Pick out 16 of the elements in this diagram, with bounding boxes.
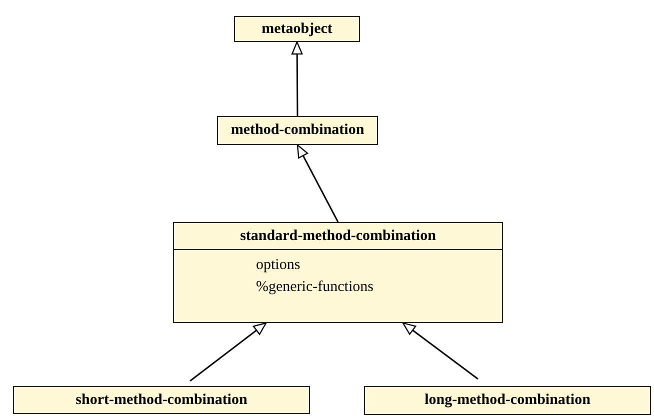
class-box [364, 386, 651, 415]
attribute-name: %generic-functions [256, 278, 374, 297]
inheritance-arrow [190, 322, 267, 382]
class-box [234, 16, 360, 42]
class-box [13, 386, 310, 414]
class-name: standard-method-combination [174, 223, 502, 250]
class-name: short-method-combination [74, 391, 248, 410]
class-name: long-method-combination [424, 391, 592, 410]
class-name: metaobject [260, 20, 334, 39]
inheritance-arrow [402, 322, 478, 380]
class-name: method-combination [230, 121, 366, 140]
attribute-name: options [256, 256, 300, 275]
inheritance-arrow [296, 144, 339, 222]
class-box [173, 222, 503, 323]
class-box [217, 116, 378, 145]
inheritance-arrow [291, 41, 303, 116]
